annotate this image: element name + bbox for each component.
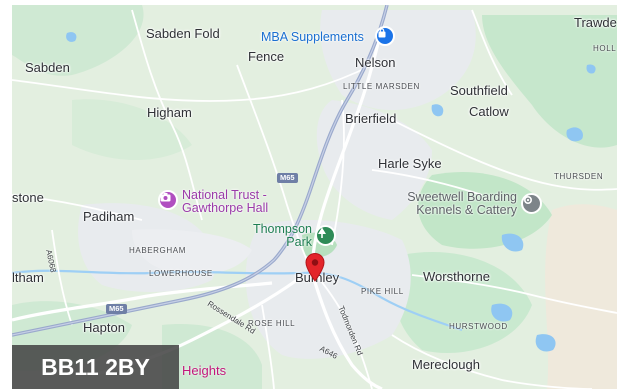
poi-thompson-park-line1: Thompson: [252, 222, 312, 236]
town-higham: Higham: [147, 105, 192, 120]
area-hurstwood: HURSTWOOD: [449, 322, 508, 331]
town-trawden: Trawde: [574, 15, 617, 30]
town-southfield: Southfield: [450, 83, 508, 98]
poi-sweetwell-label[interactable]: Sweetwell Boarding Kennels & Cattery: [401, 190, 517, 218]
area-pike-hill: PIKE HILL: [361, 287, 404, 296]
area-lowerhouse: LOWERHOUSE: [149, 269, 213, 278]
poi-mba-supplements-label[interactable]: MBA Supplements: [261, 30, 364, 44]
town-sabden-fold: Sabden Fold: [146, 26, 220, 41]
red-location-pin-icon[interactable]: [304, 252, 326, 282]
area-rose-hill: ROSE HILL: [248, 319, 296, 328]
poi-national-trust-line1: National Trust -: [182, 188, 267, 202]
town-mereclough: Mereclough: [412, 357, 480, 372]
town-sabden: Sabden: [25, 60, 70, 75]
tree-icon[interactable]: [315, 225, 336, 246]
town-brierfield: Brierfield: [345, 111, 397, 126]
grey-poi-icon[interactable]: [521, 193, 542, 214]
road-shield-m65-north: M65: [277, 173, 298, 183]
town-nelson: Nelson: [355, 55, 396, 70]
area-habergham: HABERGHAM: [129, 246, 186, 255]
town-hapton: Hapton: [83, 320, 125, 335]
town-padiham: Padiham: [83, 209, 135, 224]
town-ltham: ltham: [12, 270, 44, 285]
area-thursden: THURSDEN: [554, 172, 604, 181]
poi-thompson-park-label[interactable]: Thompson Park: [248, 222, 312, 250]
town-catlow: Catlow: [469, 104, 509, 119]
town-harle-syke: Harle Syke: [378, 156, 442, 171]
road-shield-m65-west: M65: [106, 304, 127, 314]
town-fence: Fence: [248, 49, 285, 64]
area-little-marsden: LITTLE MARSDEN: [343, 82, 420, 91]
area-holl: HOLL: [593, 44, 617, 53]
town-stone: stone: [12, 190, 44, 205]
postcode-label: BB11 2BY: [12, 345, 179, 389]
camera-icon[interactable]: [158, 190, 178, 210]
poi-national-trust-label[interactable]: National Trust - Gawthorpe Hall: [182, 188, 269, 216]
town-worsthorne: Worsthorne: [423, 269, 490, 284]
poi-thompson-park-line2: Park: [286, 235, 312, 250]
poi-sweetwell-line2: Kennels & Cattery: [416, 203, 517, 218]
poi-sweetwell-line1: Sweetwell Boarding: [407, 190, 517, 204]
shopping-bag-icon[interactable]: [375, 26, 395, 46]
poi-heights-label[interactable]: Heights: [182, 363, 227, 378]
poi-national-trust-line2: Gawthorpe Hall: [182, 201, 269, 216]
map-view[interactable]: Sabden Fold Sabden Fence Nelson Trawde S…: [12, 5, 617, 389]
